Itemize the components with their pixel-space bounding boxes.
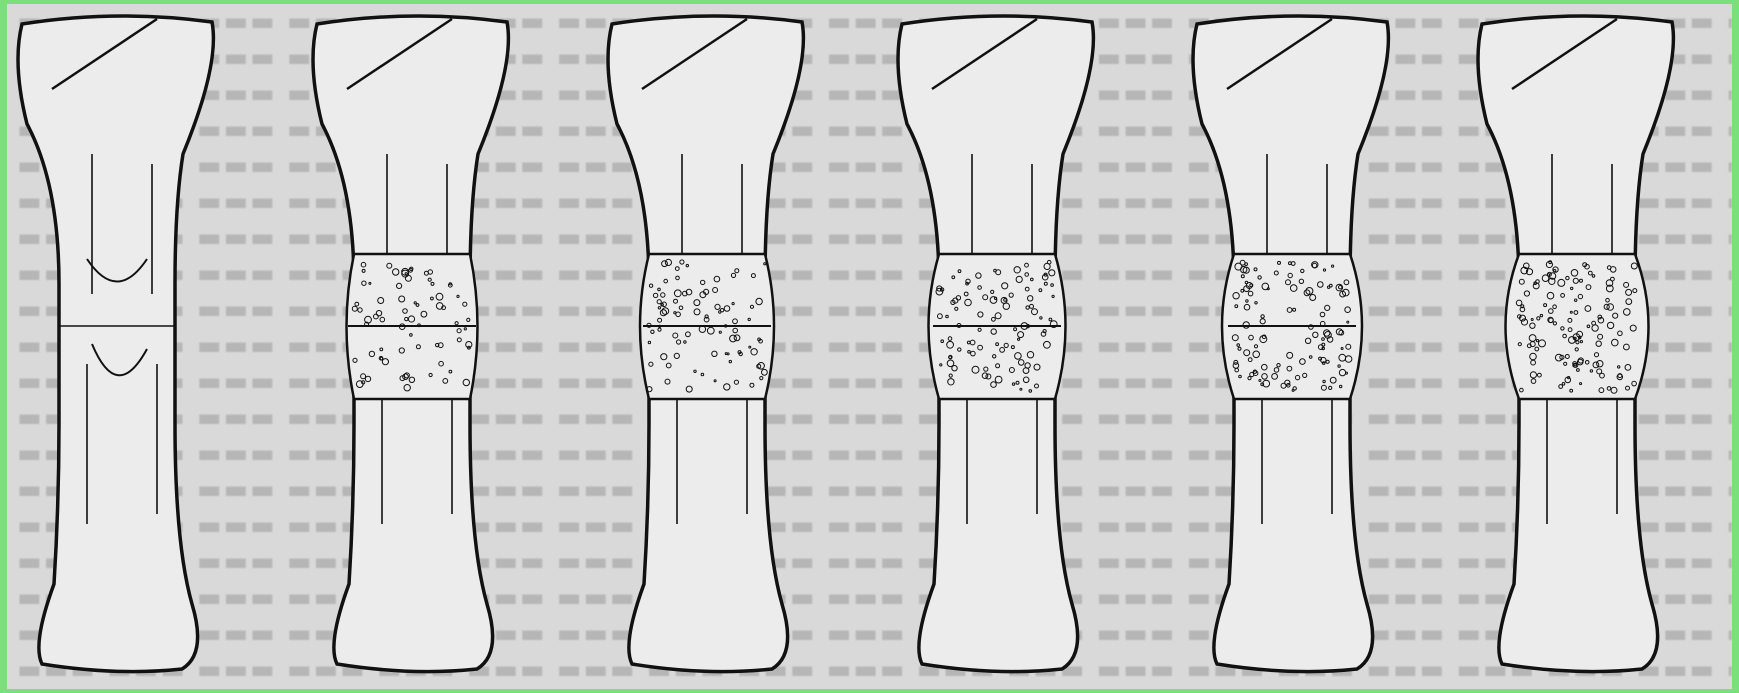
figure-frame: ▬▬▬ ▬▬▬ ▬▬▬ ▬▬▬ ▬▬▬ ▬▬▬ ▬▬▬ ▬▬▬ ▬▬▬ ▬▬▬ … (7, 4, 1732, 689)
stage-1-bone (18, 16, 213, 672)
stage-6-bone (1478, 16, 1673, 672)
stage-5-bone (1193, 16, 1388, 672)
stage-3-bone (608, 16, 803, 672)
bone-healing-stages-diagram (7, 4, 1732, 689)
stage-2-bone (313, 16, 508, 672)
stage-4-bone (898, 16, 1093, 672)
stage-1-outline (18, 16, 213, 672)
